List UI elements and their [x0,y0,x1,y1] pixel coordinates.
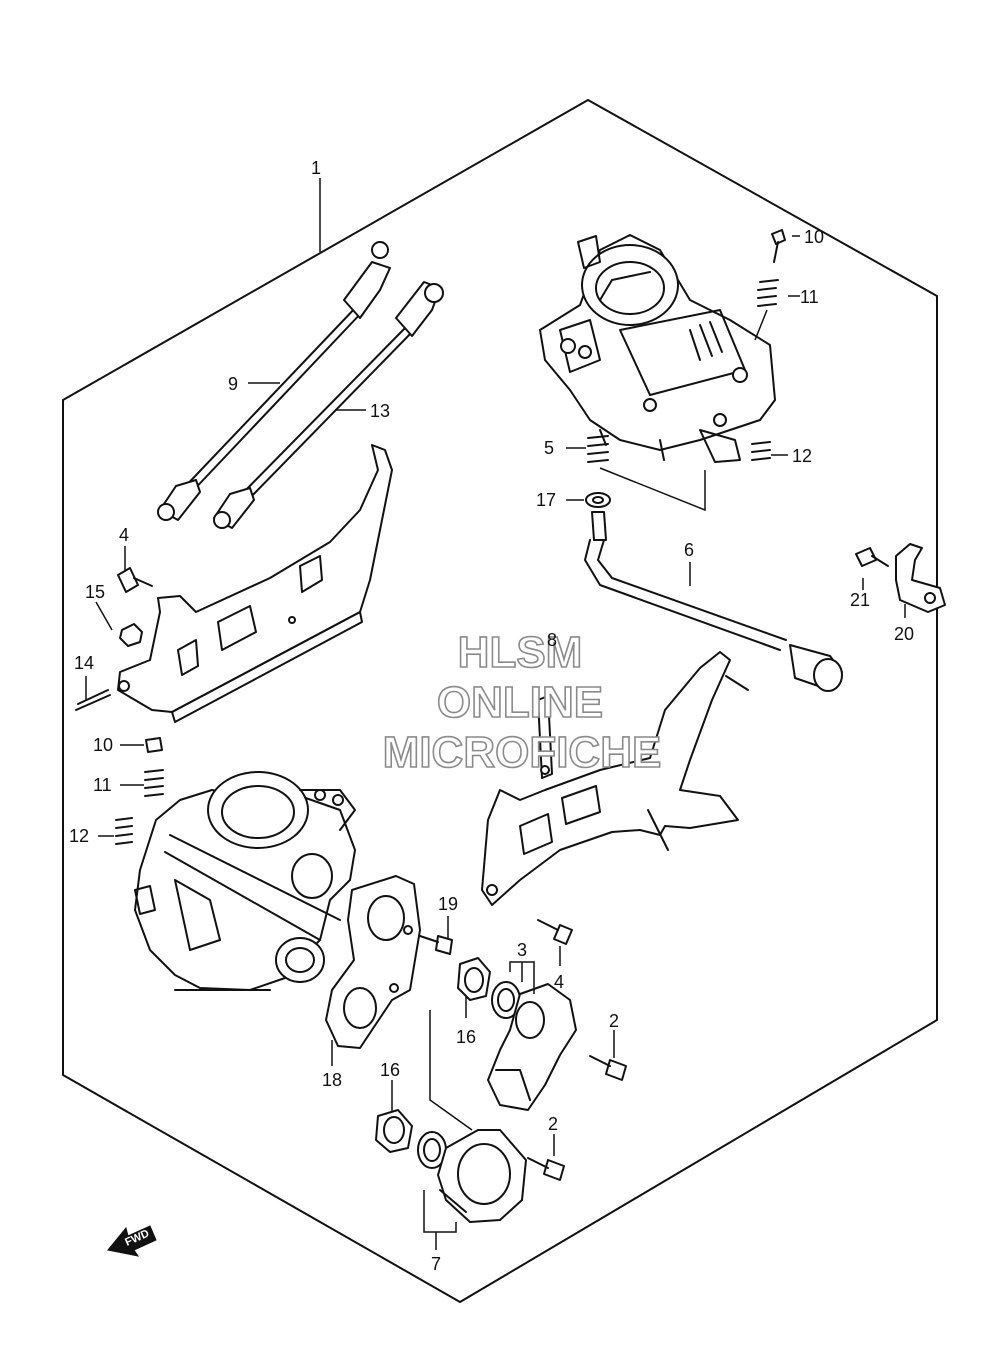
leader-lines [85,178,906,1250]
callout-2-lower[interactable]: 2 [548,1114,558,1134]
watermark-line-2: ONLINE [437,678,603,727]
rod-13[interactable] [213,281,444,529]
callout-16-upper[interactable]: 16 [456,1027,476,1047]
throttle-body-upper[interactable] [539,234,776,463]
callout-4-left[interactable]: 4 [119,525,129,545]
callout-13[interactable]: 13 [370,401,390,421]
bolt-4-right[interactable] [537,919,573,945]
throttle-body-lower[interactable] [134,771,356,991]
callout-18[interactable]: 18 [322,1070,342,1090]
clamp-16-lower[interactable] [375,1109,413,1153]
callout-9[interactable]: 9 [228,374,238,394]
clamp-16-upper[interactable] [457,957,491,1001]
bracket-plate-left[interactable] [117,444,393,723]
callout-21[interactable]: 21 [850,590,870,610]
callout-3[interactable]: 3 [517,940,527,960]
callout-4-right[interactable]: 4 [554,972,564,992]
screw-2-lower[interactable] [527,1157,565,1181]
callout-10-lower[interactable]: 10 [93,735,113,755]
callout-2-upper[interactable]: 2 [609,1011,619,1031]
watermark-line-1: HLSM [458,628,583,677]
nut-15[interactable] [119,623,143,647]
callout-16-lower[interactable]: 16 [380,1060,400,1080]
rod-9[interactable] [157,241,391,521]
bracket-plate-right[interactable] [481,651,749,906]
link-8[interactable] [537,695,553,779]
callout-6[interactable]: 6 [684,540,694,560]
spring-5[interactable] [587,435,609,463]
watermark-line-3: MICROFICHE [383,728,662,777]
stud-14[interactable] [75,689,111,711]
callout-8[interactable]: 8 [547,630,557,650]
callout-11-upper[interactable]: 11 [800,287,819,307]
washer-17[interactable] [585,492,611,508]
callout-7[interactable]: 7 [431,1254,441,1274]
callout-17[interactable]: 17 [536,490,556,510]
bolt-4-left[interactable] [117,567,153,593]
spring-12-lower[interactable] [115,817,133,845]
callout-12-upper[interactable]: 12 [792,446,812,466]
callout-11-lower[interactable]: 11 [93,775,112,795]
gasket-18[interactable] [325,875,421,1049]
spring-12-upper[interactable] [751,441,771,461]
fwd-arrow-icon: FWD [107,1225,157,1257]
sensor-upper[interactable] [487,983,577,1111]
o-ring-3[interactable] [491,981,521,1019]
bolt-21[interactable] [855,547,889,567]
spring-11-lower[interactable] [144,769,164,797]
callout-labels: 1 10 11 12 5 17 6 21 20 9 13 4 15 14 8 1… [69,158,914,1274]
bracket-line-upper [599,467,706,512]
callout-12-lower[interactable]: 12 [69,826,89,846]
callout-20[interactable]: 20 [894,624,914,644]
pipe-6[interactable] [584,511,843,692]
screw-19[interactable] [419,935,453,955]
callout-14[interactable]: 14 [74,653,94,673]
callout-19[interactable]: 19 [438,894,458,914]
spring-11-upper[interactable] [754,279,779,341]
assembly-outline [62,99,938,1303]
callout-5[interactable]: 5 [544,438,554,458]
callout-10-upper[interactable]: 10 [804,227,824,247]
screw-2-upper[interactable] [589,1055,627,1081]
bracket-20[interactable] [895,543,946,613]
sensor-lower[interactable] [437,1129,527,1223]
callout-1[interactable]: 1 [311,158,321,178]
screw-10-lower[interactable] [145,737,163,753]
screw-10-upper[interactable] [771,229,786,263]
callout-15[interactable]: 15 [85,582,105,602]
